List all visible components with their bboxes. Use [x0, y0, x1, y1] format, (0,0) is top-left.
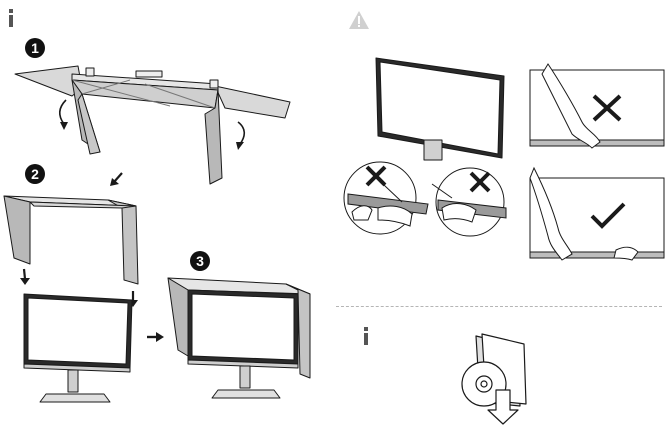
monitor-illustration: [375, 57, 505, 161]
x-mark-icon: [365, 165, 387, 187]
arrow-down-left-icon: [110, 172, 123, 186]
section-divider: [336, 306, 662, 307]
info-icon: [362, 327, 372, 345]
hood-unfolded-illustration: [14, 65, 291, 185]
arrow-down-icon: [20, 268, 30, 285]
hood-folded-illustration: [3, 195, 139, 285]
x-mark-icon: [469, 171, 491, 193]
info-icon: [7, 9, 17, 27]
wrong-grip-detail-left: [343, 161, 429, 235]
monitor-illustration: [23, 293, 133, 403]
step-2-badge: 2: [25, 164, 45, 184]
correct-carry-illustration: [529, 166, 665, 261]
step-1-badge: 1: [25, 38, 45, 58]
step-3-badge: 3: [190, 251, 210, 271]
monitor-with-hood-illustration: [167, 277, 311, 399]
arrow-right-icon: [147, 332, 164, 342]
wrong-carry-illustration: [529, 63, 665, 149]
warning-triangle-icon: [349, 11, 369, 29]
cd-download-icon: [461, 333, 527, 425]
wrong-grip-detail-right: [431, 167, 507, 237]
